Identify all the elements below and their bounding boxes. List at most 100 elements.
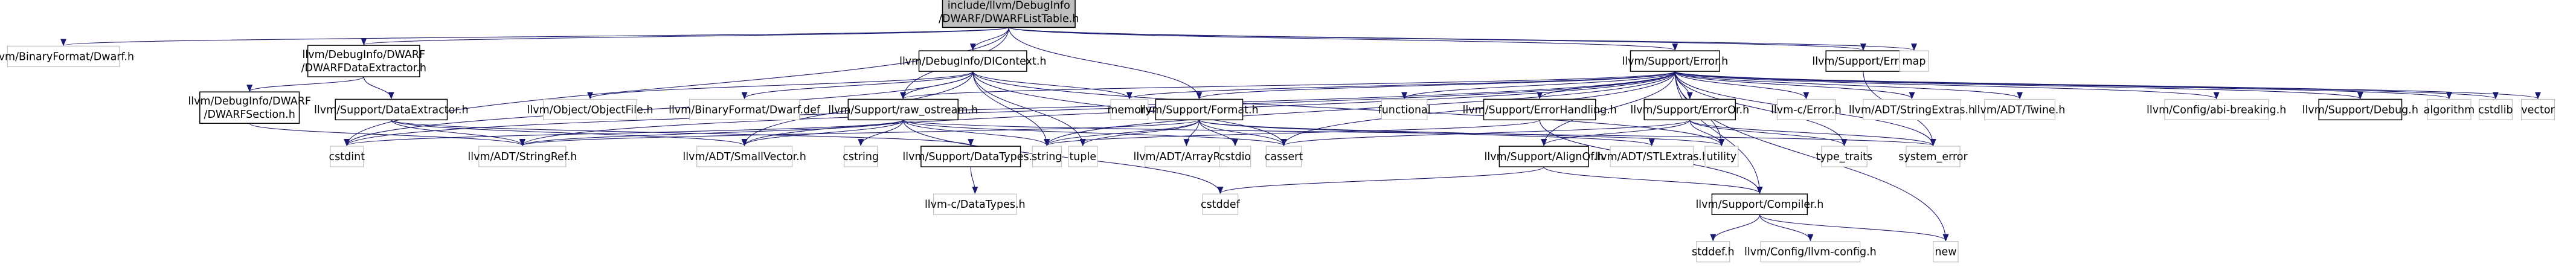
node-twine: llvm/ADT/Twine.h xyxy=(1974,98,2066,120)
node-box xyxy=(942,0,1076,28)
node-cstring: cstring xyxy=(843,146,879,167)
node-label: llvm/ADT/StringRef.h xyxy=(467,151,577,163)
node-box xyxy=(307,45,420,77)
node-box xyxy=(2427,98,2472,120)
node-label: map xyxy=(1903,56,1926,68)
node-box xyxy=(1068,146,1098,167)
node-label: utility xyxy=(1706,151,1736,163)
node-box xyxy=(1776,98,1836,120)
node-algorithm: algorithm xyxy=(2424,98,2475,120)
edge-error-to-stringref xyxy=(519,71,1675,147)
node-label: cstring xyxy=(843,151,879,163)
edge-raw_ostream-to-string xyxy=(902,120,1050,147)
edge-alignof-to-compiler xyxy=(1543,166,1763,194)
node-utility: utility xyxy=(1704,146,1739,167)
node-label: type_traits xyxy=(1816,151,1872,163)
node-label: llvm/ADT/STLExtras.h xyxy=(1595,151,1709,163)
node-label: llvm/ADT/Twine.h xyxy=(1974,104,2066,116)
edge-error-to-functional xyxy=(1401,71,1675,100)
node-box xyxy=(2164,98,2269,120)
node-label: vector xyxy=(2521,104,2555,116)
node-vector: vector xyxy=(2520,98,2555,120)
node-root[interactable]: include/llvm/DebugInfo/DWARF/DWARFListTa… xyxy=(939,0,1079,28)
edge-root-to-dicontext xyxy=(969,27,1009,51)
edge-dicontext-to-cstdint xyxy=(344,71,974,147)
edge-erroror-to-utility xyxy=(1689,120,1725,147)
node-cstdlib: cstdlib xyxy=(2478,98,2513,120)
edge-error-to-raw_ostream xyxy=(900,71,1675,100)
node-box xyxy=(1381,98,1428,120)
edge-error-to-memory xyxy=(1126,71,1675,100)
edge-error-to-cstdint xyxy=(344,71,1675,147)
edge-raw_ostream-to-cstring xyxy=(858,120,904,147)
node-box xyxy=(933,193,1017,215)
edge-raw_ostream-to-stringref xyxy=(519,119,904,147)
node-label: cstdio xyxy=(1219,151,1251,163)
node-label: cstdint xyxy=(329,151,365,163)
node-format[interactable]: llvm/Support/Format.h xyxy=(1140,98,1259,121)
edge-alignof-to-cstddef xyxy=(1217,166,1544,194)
node-errorhandling[interactable]: llvm/Support/ErrorHandling.h xyxy=(1462,98,1617,121)
node-c_datatypes: llvm-c/DataTypes.h xyxy=(925,193,1026,215)
node-label: string xyxy=(1032,151,1062,163)
node-dicontext[interactable]: llvm/DebugInfo/DIContext.h xyxy=(899,50,1047,72)
node-box xyxy=(1906,146,1961,167)
node-box xyxy=(1643,98,1736,121)
edge-format-to-stlextras xyxy=(1198,119,1655,147)
node-label: llvm/Support/Compiler.h xyxy=(1695,199,1823,211)
node-label: llvm/Support/Error.h xyxy=(1622,56,1728,68)
node-dataextractor[interactable]: llvm/Support/DataExtractor.h xyxy=(314,98,469,121)
node-label: llvm-c/DataTypes.h xyxy=(925,199,1026,211)
edge-compiler-to-config xyxy=(1759,214,1814,242)
edge-dicontext-to-memory xyxy=(972,71,1132,100)
edge-format-to-string xyxy=(1044,120,1200,147)
node-dwarfdef: llvm/BinaryFormat/Dwarf.def xyxy=(669,98,821,120)
node-alignof[interactable]: llvm/Support/AlignOf.h xyxy=(1485,146,1604,167)
node-config: llvm/Config/llvm-config.h xyxy=(1744,241,1877,263)
edge-raw_ostream-to-cassert xyxy=(902,119,1287,147)
node-label: /DWARFSection.h xyxy=(204,109,295,121)
edge-format-to-cstdio xyxy=(1198,120,1238,147)
node-c_error: llvm-c/Error.h xyxy=(1771,98,1842,120)
node-box xyxy=(847,98,959,121)
node-erroror[interactable]: llvm/Support/ErrorOr.h xyxy=(1630,98,1749,121)
node-compiler[interactable]: llvm/Support/Compiler.h xyxy=(1695,193,1823,215)
edge-error-to-cassert xyxy=(1280,71,1675,147)
node-datatypes[interactable]: llvm/Support/DataTypes.h xyxy=(902,146,1039,167)
edge-datatypes-to-c_datatypes xyxy=(970,167,978,194)
node-raw_ostream[interactable]: llvm/Support/raw_ostream.h xyxy=(828,98,978,121)
edge-error-to-debug xyxy=(1674,71,2363,100)
node-label: llvm/ADT/ArrayRef.h xyxy=(1133,151,1239,163)
edge-error-to-vector xyxy=(1674,71,2541,100)
node-section[interactable]: llvm/DebugInfo/DWARF/DWARFSection.h xyxy=(188,91,311,124)
node-box xyxy=(330,146,364,167)
node-cstdint: cstdint xyxy=(329,146,365,167)
node-label: llvm/Config/abi-breaking.h xyxy=(2147,104,2286,116)
node-label: llvm/Support/Format.h xyxy=(1140,104,1258,116)
node-string: string xyxy=(1032,146,1062,167)
node-label: llvm/Support/DataTypes.h xyxy=(902,151,1039,163)
node-dataext[interactable]: llvm/DebugInfo/DWARF/DWARFDataExtractor.… xyxy=(301,45,426,77)
edge-erroror-to-cassert xyxy=(1280,119,1691,147)
node-box xyxy=(1032,146,1062,167)
edge-raw_ostream-to-cstdint xyxy=(344,119,904,147)
edge-root-to-cstdint xyxy=(344,27,1009,147)
node-box xyxy=(478,146,567,167)
node-stddef: stddef.h xyxy=(1692,241,1735,263)
node-system_error: system_error xyxy=(1898,146,1968,167)
node-label: llvm/Object/ObjectFile.h xyxy=(527,104,654,116)
node-box xyxy=(199,91,300,124)
edge-root-to-dwarf_h xyxy=(61,27,1009,47)
node-debug[interactable]: llvm/Support/Debug.h xyxy=(2302,98,2418,121)
node-label: llvm/Support/Debug.h xyxy=(2302,104,2418,116)
edge-format-to-arrayref xyxy=(1183,120,1200,147)
node-box xyxy=(1696,241,1730,263)
edge-root-to-map xyxy=(1008,27,1917,51)
edge-format-to-cassert xyxy=(1198,120,1287,147)
node-box xyxy=(1498,146,1589,167)
node-error[interactable]: llvm/Support/Error.h xyxy=(1622,50,1728,72)
edge-error-to-compiler xyxy=(1674,71,1763,194)
node-errc[interactable]: llvm/Support/Errc.h xyxy=(1812,50,1914,72)
node-objectfile: llvm/Object/ObjectFile.h xyxy=(527,98,654,120)
node-label: stddef.h xyxy=(1692,246,1735,259)
